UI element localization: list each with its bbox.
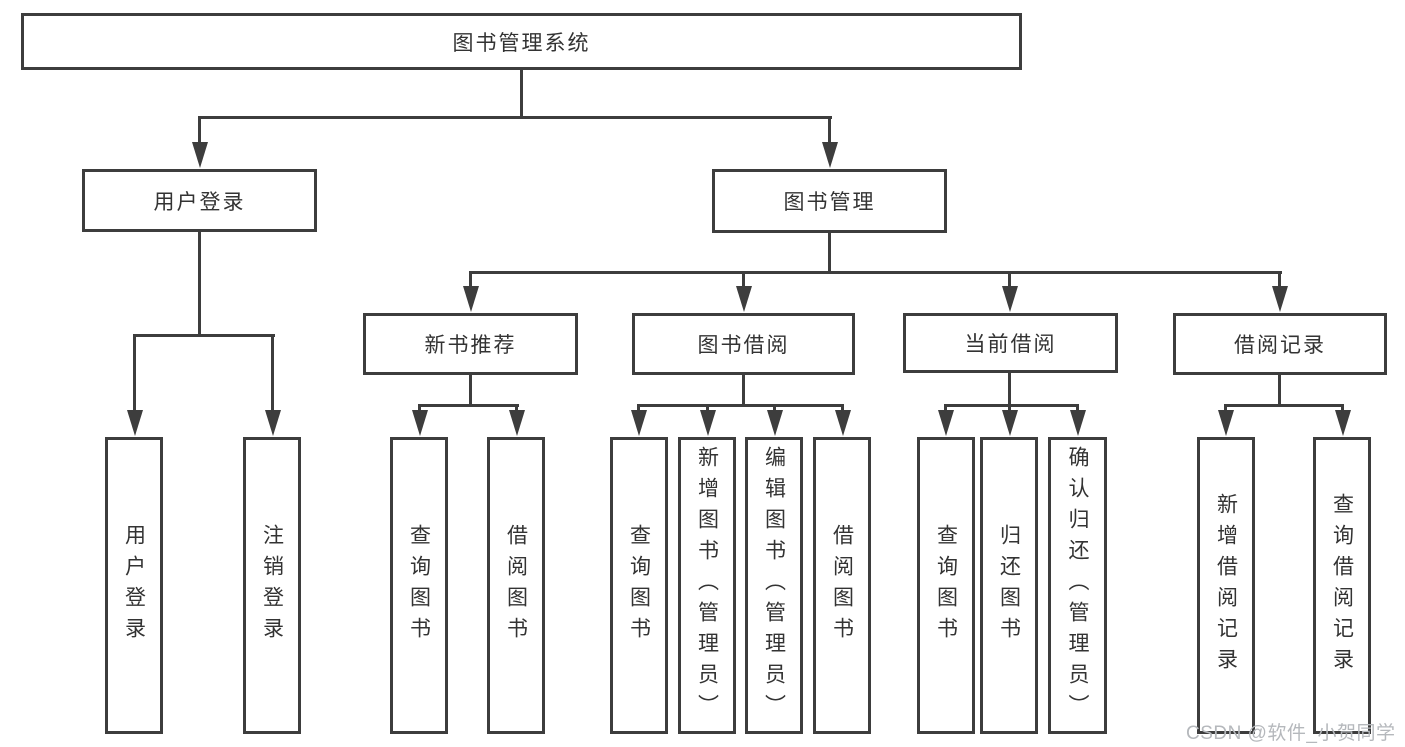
- connector-borrowing-records-rail: [1224, 404, 1344, 407]
- connector-book-borrowing-stem: [742, 373, 745, 407]
- connector-sections-rail: [469, 271, 1282, 274]
- leaf-query-borrow-record: 查询借阅记录: [1313, 437, 1371, 734]
- arrow-down-icon: [1076, 404, 1079, 410]
- arrow-down-icon: [1008, 404, 1011, 410]
- connector-user-login-rail: [133, 334, 275, 337]
- arrow-down-icon: [944, 404, 947, 410]
- arrow-down-icon: [198, 116, 201, 142]
- node-book-management: 图书管理: [712, 169, 947, 233]
- csdn-watermark: CSDN @软件_小贺同学: [1186, 723, 1396, 744]
- leaf-add-books-admin: 新增图书（管理员）: [678, 437, 736, 734]
- connector-borrowing-records-stem: [1278, 373, 1281, 407]
- node-book-borrowing: 图书借阅: [632, 313, 855, 375]
- leaf-edit-books-admin: 编辑图书（管理员）: [745, 437, 803, 734]
- arrow-down-icon: [515, 404, 518, 410]
- connector-root-stem: [520, 68, 523, 118]
- connector-book-borrowing-rail: [637, 404, 844, 407]
- connector-new-book-stem: [469, 373, 472, 407]
- arrow-down-icon: [469, 271, 472, 286]
- node-user-login: 用户登录: [82, 169, 317, 232]
- connector-book-management-stem: [828, 231, 831, 274]
- arrow-down-icon: [773, 404, 776, 410]
- leaf-borrow-books: 借阅图书: [813, 437, 871, 734]
- arrow-down-icon: [1278, 271, 1281, 286]
- leaf-add-borrow-record: 新增借阅记录: [1197, 437, 1255, 734]
- node-current-borrowing: 当前借阅: [903, 313, 1118, 373]
- leaf-borrow-books-recommend: 借阅图书: [487, 437, 545, 734]
- connector-current-borrowing-rail: [944, 404, 1079, 407]
- leaf-confirm-return-admin: 确认归还（管理员）: [1048, 437, 1107, 734]
- arrow-down-icon: [1224, 404, 1227, 410]
- connector-level1-rail: [198, 116, 832, 119]
- arrow-down-icon: [828, 116, 831, 142]
- leaf-query-books-current: 查询图书: [917, 437, 975, 734]
- leaf-logout: 注销登录: [243, 437, 301, 734]
- node-new-book-recommendation: 新书推荐: [363, 313, 578, 375]
- leaf-query-books-recommend: 查询图书: [390, 437, 448, 734]
- leaf-user-login: 用户登录: [105, 437, 163, 734]
- arrow-down-icon: [418, 404, 421, 410]
- arrow-down-icon: [841, 404, 844, 410]
- arrow-down-icon: [133, 334, 136, 410]
- arrow-down-icon: [1341, 404, 1344, 410]
- arrow-down-icon: [637, 404, 640, 410]
- connector-new-book-rail: [418, 404, 519, 407]
- arrow-down-icon: [706, 404, 709, 410]
- arrow-down-icon: [271, 334, 274, 410]
- connector-current-borrowing-stem: [1008, 373, 1011, 407]
- node-library-management-system: 图书管理系统: [21, 13, 1022, 70]
- leaf-return-books: 归还图书: [980, 437, 1038, 734]
- arrow-down-icon: [1008, 271, 1011, 286]
- node-borrowing-records: 借阅记录: [1173, 313, 1387, 375]
- leaf-query-books-borrow: 查询图书: [610, 437, 668, 734]
- arrow-down-icon: [742, 271, 745, 286]
- connector-user-login-stem: [198, 230, 201, 336]
